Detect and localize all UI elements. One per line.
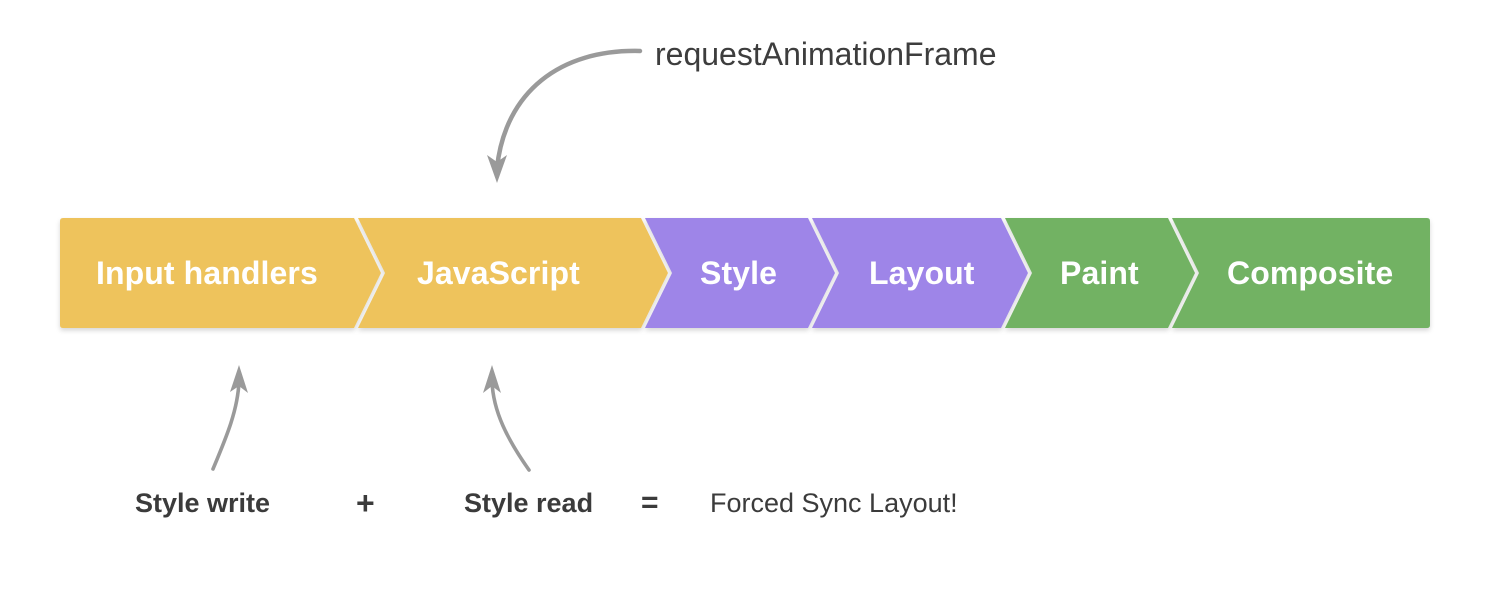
pipeline-stage-shape-paint[interactable] — [1005, 218, 1195, 328]
callout-label-result: Forced Sync Layout! — [710, 488, 958, 518]
style-read-arrow-icon — [483, 365, 531, 472]
callout-label-style-write: Style write — [135, 488, 271, 518]
raf-arrow-icon — [487, 48, 643, 183]
callout-label-plus: + — [356, 485, 375, 521]
forced-sync-layout-equation: Style write + Style read = Forced Sync L… — [0, 484, 1496, 526]
pipeline-shapes — [60, 218, 1430, 328]
pipeline-stage-shape-input-handlers[interactable] — [60, 218, 381, 328]
callout-label-style-read: Style read — [464, 488, 594, 518]
pipeline-stage-shape-style[interactable] — [645, 218, 835, 328]
style-write-arrow-icon — [211, 365, 248, 471]
callout-label-equals: = — [641, 486, 659, 519]
pipeline-stage-shape-layout[interactable] — [812, 218, 1028, 328]
pipeline-stage-shape-javascript[interactable] — [358, 218, 668, 328]
rendering-pipeline: Input handlers JavaScript Style Layout P… — [60, 218, 1430, 328]
pipeline-stage-shape-composite[interactable] — [1172, 218, 1430, 328]
request-animation-frame-label: requestAnimationFrame — [655, 36, 997, 72]
